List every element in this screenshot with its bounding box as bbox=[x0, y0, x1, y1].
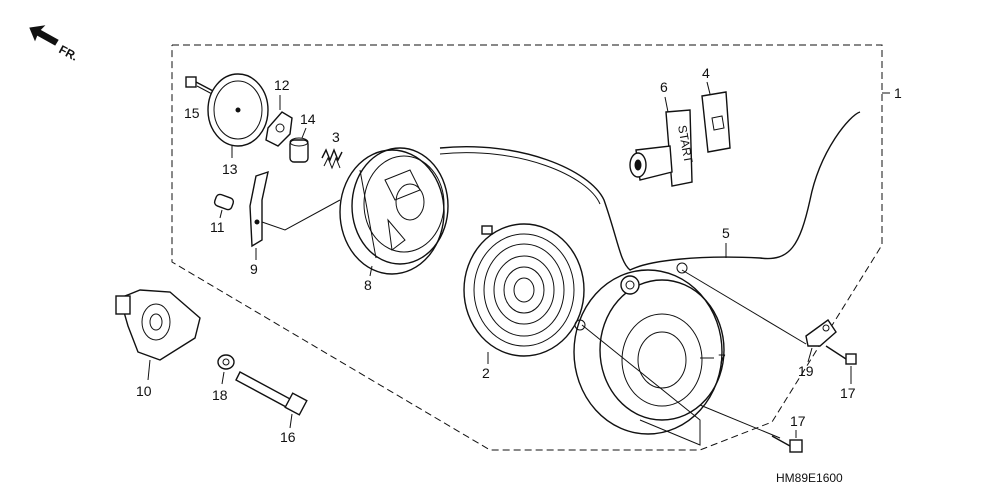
part-5-rope bbox=[439, 111, 861, 271]
callout-9: 9 bbox=[250, 261, 258, 277]
part-10-pulley bbox=[115, 289, 201, 361]
part-16-flange-bolt bbox=[235, 371, 308, 416]
front-direction-arrow: FR. bbox=[29, 25, 81, 64]
part-6-starter-grip: START bbox=[629, 109, 696, 187]
callout-12: 12 bbox=[274, 77, 290, 93]
callout-17-right: 17 bbox=[840, 385, 856, 401]
part-11-pin bbox=[213, 193, 235, 211]
part-7-starter-case bbox=[573, 262, 725, 435]
callout-17-bottom: 17 bbox=[790, 413, 806, 429]
callout-5: 5 bbox=[722, 225, 730, 241]
callout-16: 16 bbox=[280, 429, 296, 445]
part-9-ratchet bbox=[249, 170, 269, 248]
part-17-bolt-bottom bbox=[771, 435, 803, 453]
callout-4: 4 bbox=[702, 65, 710, 81]
arrow-icon bbox=[29, 25, 59, 46]
part-8-reel bbox=[339, 147, 449, 275]
callout-8: 8 bbox=[364, 277, 372, 293]
part-2-spiral-spring bbox=[463, 223, 585, 357]
part-13-plate bbox=[207, 73, 269, 147]
part-3-spring bbox=[321, 148, 343, 170]
front-label: FR. bbox=[57, 42, 81, 63]
callout-11: 11 bbox=[210, 219, 225, 235]
part-14-collar bbox=[289, 137, 309, 163]
part-15-bolt bbox=[185, 76, 216, 96]
callout-6: 6 bbox=[660, 79, 668, 95]
assembly-boundary bbox=[171, 44, 883, 451]
part-17-bolt-right bbox=[825, 345, 857, 365]
part-18-washer bbox=[217, 354, 235, 370]
callout-10: 10 bbox=[136, 383, 152, 399]
diagram-code: HM89E1600 bbox=[776, 471, 843, 485]
callout-13: 13 bbox=[222, 161, 238, 177]
callout-3: 3 bbox=[332, 129, 340, 145]
callout-19: 19 bbox=[798, 363, 814, 379]
part-4-grip-insert bbox=[701, 91, 731, 153]
callout-7: 7 bbox=[718, 351, 726, 367]
part-12-ratchet-guide bbox=[265, 111, 293, 147]
callout-18: 18 bbox=[212, 387, 228, 403]
grip-start-text: START bbox=[675, 124, 696, 165]
part-19-cable-guide bbox=[805, 319, 837, 347]
callout-14: 14 bbox=[300, 111, 316, 127]
callout-2: 2 bbox=[482, 365, 490, 381]
callout-1: 1 bbox=[894, 85, 902, 101]
callout-15: 15 bbox=[184, 105, 200, 121]
